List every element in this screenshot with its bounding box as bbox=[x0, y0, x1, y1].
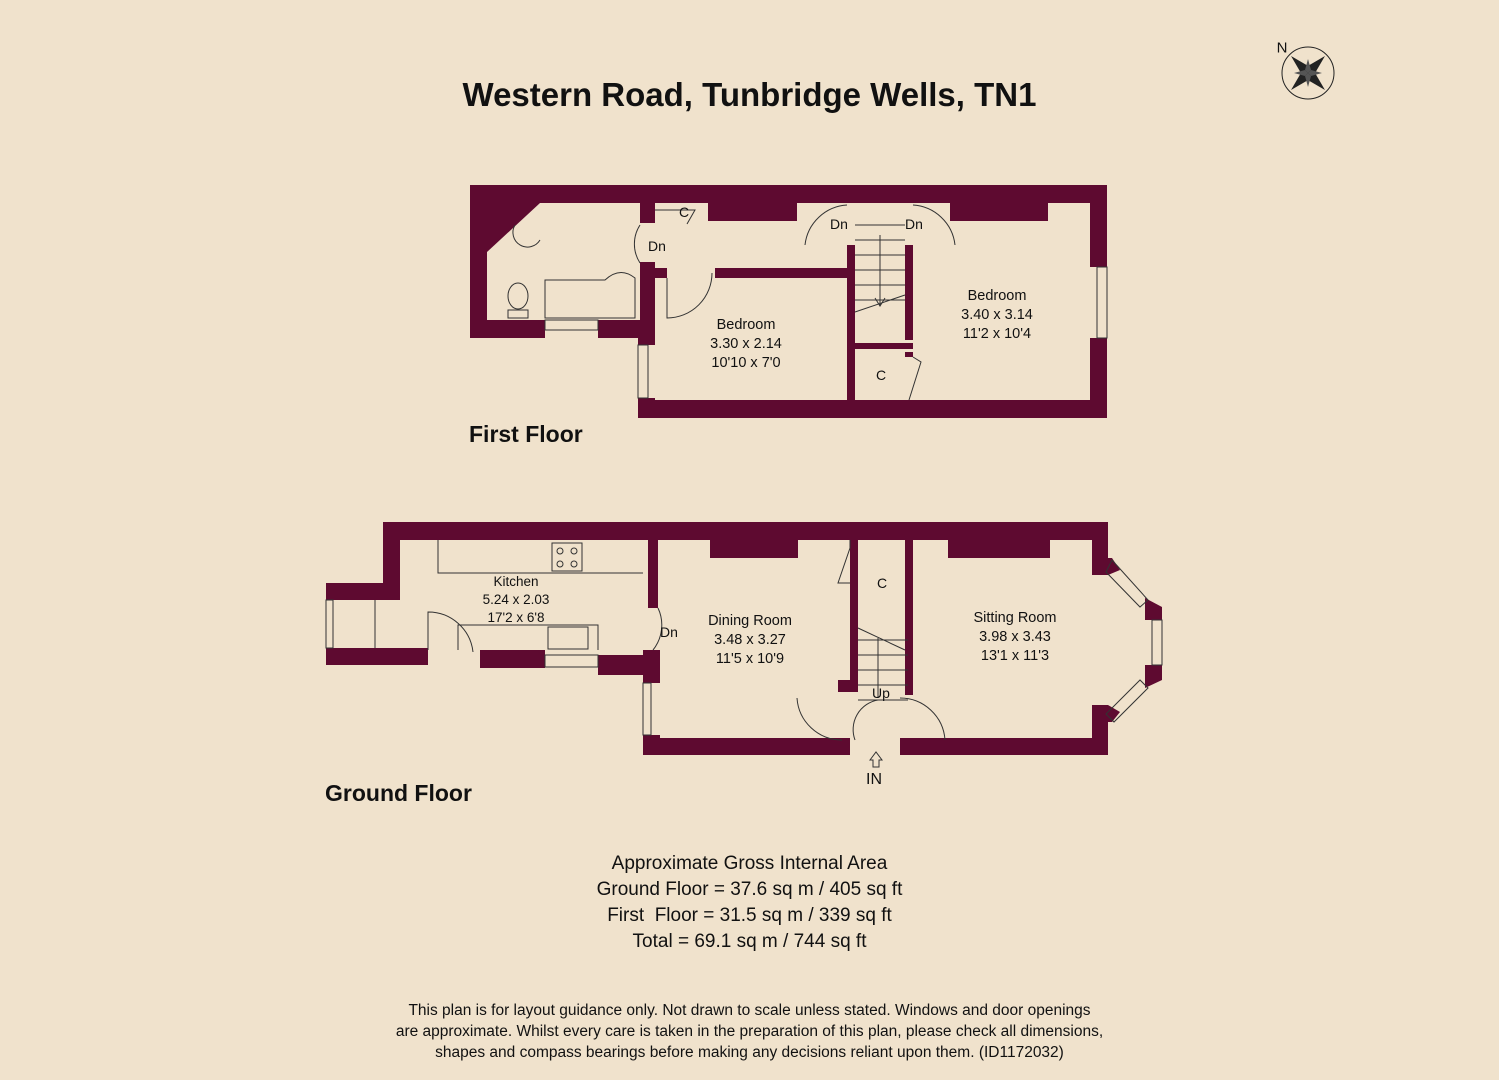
window-icon bbox=[325, 599, 334, 649]
disclaimer-line: are approximate. Whilst every care is ta… bbox=[395, 1023, 1104, 1040]
window-icon bbox=[637, 344, 649, 399]
entrance-label: IN bbox=[866, 771, 882, 788]
ground-floor-walls bbox=[326, 522, 1162, 755]
room-label-kitchen: Kitchen 5.24 x 2.03 17'2 x 6'8 bbox=[483, 573, 550, 627]
hob-icon bbox=[551, 542, 583, 572]
room-label-bedroom-1: Bedroom 3.40 x 3.14 11'2 x 10'4 bbox=[961, 287, 1033, 344]
room-label-bedroom-2: Bedroom 3.30 x 2.14 10'10 x 7'0 bbox=[710, 316, 782, 373]
door-swing bbox=[427, 611, 474, 653]
room-name: Dining Room bbox=[708, 613, 792, 629]
up-label: Up bbox=[872, 685, 890, 701]
window-icon bbox=[1105, 679, 1149, 723]
first-floor-label: First Floor bbox=[469, 421, 583, 447]
area-first: First Floor = 31.5 sq m / 339 sq ft bbox=[607, 905, 892, 926]
window-icon bbox=[1096, 266, 1108, 339]
sink-icon bbox=[512, 224, 541, 248]
room-name: Bedroom bbox=[967, 288, 1027, 304]
door-swing bbox=[652, 607, 663, 651]
room-imperial: 17'2 x 6'8 bbox=[487, 610, 545, 625]
ground-floor-fixtures bbox=[325, 540, 1163, 768]
area-total: Total = 69.1 sq m / 744 sq ft bbox=[632, 931, 867, 952]
cupboard-label: C bbox=[678, 204, 690, 220]
door-swing bbox=[796, 697, 843, 741]
room-name: Kitchen bbox=[493, 574, 539, 589]
window-icon bbox=[1105, 559, 1149, 608]
window-icon bbox=[544, 319, 599, 331]
area-heading: Approximate Gross Internal Area bbox=[611, 853, 888, 874]
page-title: Western Road, Tunbridge Wells, TN1 bbox=[462, 76, 1037, 113]
room-imperial: 11'5 x 10'9 bbox=[715, 651, 785, 667]
door-swing bbox=[852, 699, 879, 741]
room-metric: 3.98 x 3.43 bbox=[979, 629, 1051, 645]
disclaimer: This plan is for layout guidance only. N… bbox=[0, 1000, 1499, 1063]
window-icon bbox=[544, 654, 599, 668]
window-icon bbox=[1151, 619, 1163, 666]
gross-internal-area: Approximate Gross Internal Area Ground F… bbox=[0, 851, 1499, 955]
room-metric: 3.30 x 2.14 bbox=[710, 336, 782, 352]
door-swing bbox=[899, 697, 946, 741]
entrance-arrow-icon bbox=[869, 751, 883, 768]
room-label-sitting-room: Sitting Room 3.98 x 3.43 13'1 x 11'3 bbox=[973, 609, 1056, 666]
door-swing bbox=[804, 204, 848, 246]
down-label: Dn bbox=[905, 216, 923, 232]
door-swing bbox=[912, 204, 956, 246]
room-metric: 5.24 x 2.03 bbox=[482, 592, 550, 607]
sink-icon bbox=[547, 626, 589, 650]
room-imperial: 11'2 x 10'4 bbox=[962, 326, 1032, 342]
cupboard-label: C bbox=[876, 575, 888, 591]
down-label: Dn bbox=[648, 238, 666, 254]
room-label-dining-room: Dining Room 3.48 x 3.27 11'5 x 10'9 bbox=[708, 612, 792, 669]
compass-rose-icon bbox=[1281, 46, 1335, 100]
area-ground: Ground Floor = 37.6 sq m / 405 sq ft bbox=[596, 879, 903, 900]
first-floor-walls bbox=[470, 185, 1107, 418]
ground-floor-label: Ground Floor bbox=[325, 780, 472, 806]
bath-icon bbox=[544, 272, 636, 319]
first-floor-fixtures bbox=[507, 204, 1108, 401]
disclaimer-line: shapes and compass bearings before makin… bbox=[435, 1044, 1064, 1061]
window-icon bbox=[642, 682, 652, 736]
room-metric: 3.48 x 3.27 bbox=[714, 632, 786, 648]
cupboard-label: C bbox=[875, 367, 887, 383]
toilet-icon bbox=[507, 282, 529, 310]
room-imperial: 10'10 x 7'0 bbox=[711, 355, 781, 371]
door-swing bbox=[633, 224, 641, 264]
disclaimer-line: This plan is for layout guidance only. N… bbox=[408, 1002, 1091, 1019]
compass-north-label: N bbox=[1276, 39, 1288, 57]
room-name: Sitting Room bbox=[973, 610, 1057, 626]
room-name: Bedroom bbox=[716, 317, 776, 333]
down-label: Dn bbox=[660, 624, 678, 640]
down-label: Dn bbox=[830, 216, 848, 232]
room-imperial: 13'1 x 11'3 bbox=[980, 648, 1050, 664]
door-swing bbox=[666, 272, 713, 319]
room-metric: 3.40 x 3.14 bbox=[961, 307, 1033, 323]
